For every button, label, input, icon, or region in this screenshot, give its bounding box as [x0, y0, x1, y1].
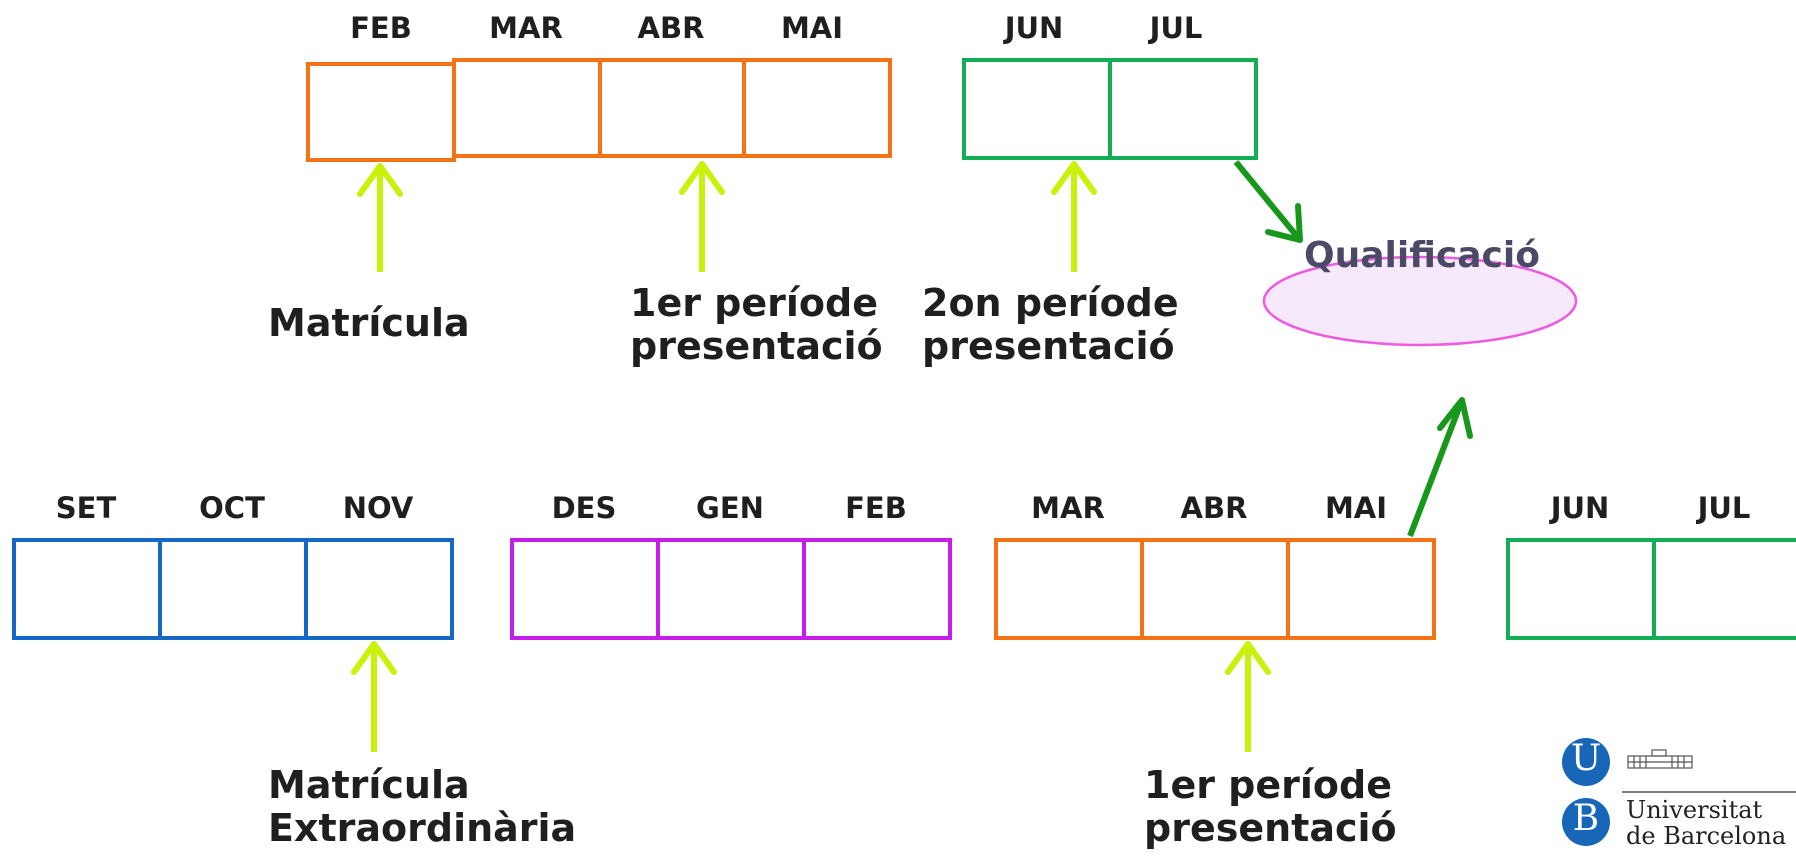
caption-matricula: Matrícula [268, 302, 470, 345]
caption-line: presentació [1144, 805, 1397, 850]
arrow-bottom-first-period [1225, 641, 1271, 752]
logo-emblem [1562, 738, 1796, 846]
logo-circle-top [1562, 738, 1610, 786]
caption-line: Extraordinària [268, 805, 577, 850]
arrow-matricula-extraordinaria [351, 641, 397, 752]
caption-line: 2on període [922, 281, 1179, 325]
arrow-second-period [1051, 161, 1097, 272]
logo-letter-u: U [1570, 738, 1602, 779]
top-green-month-boxes [962, 58, 1258, 160]
caption-bottom-first-period: 1er període presentació [1144, 764, 1397, 850]
bottom-month-label: ABR [1180, 491, 1248, 525]
arrow-bottom-to-qualificacio [1407, 397, 1473, 538]
bottom-box-nov [304, 538, 454, 640]
top-box-abr [598, 58, 746, 158]
caption-line: 1er període [630, 281, 879, 325]
bottom-month-label: GEN [696, 491, 764, 525]
bottom-box-mai [1286, 538, 1436, 640]
bottom-box-abr [1140, 538, 1290, 640]
qualificacio-label: Qualificació [1304, 235, 1540, 276]
bottom-month-label: DES [551, 491, 617, 525]
bottom-box-mar [994, 538, 1144, 640]
top-month-label: JUN [1004, 11, 1064, 45]
bottom-box-oct [158, 538, 308, 640]
top-period-arrows [357, 160, 1303, 272]
logo-text-universitat: Universitat [1626, 796, 1763, 824]
bottom-box-des [510, 538, 660, 640]
caption-line: Matrícula [268, 763, 470, 807]
caption-matricula-extraordinaria: Matrícula Extraordinària [268, 764, 576, 850]
building-icon [1627, 749, 1693, 769]
top-box-feb [306, 62, 456, 162]
qualificacio-ellipse [1262, 255, 1578, 347]
top-month-label: ABR [637, 11, 705, 45]
bottom-month-label: JUN [1550, 491, 1610, 525]
logo-text-de-barcelona: de Barcelona [1626, 822, 1787, 850]
caption-second-period: 2on període presentació [922, 282, 1179, 368]
top-month-label: FEB [350, 11, 412, 45]
top-box-mai [742, 58, 892, 158]
bottom-period-arrows [351, 397, 1473, 752]
bottom-month-label: MAI [1324, 491, 1388, 525]
bottom-month-label: FEB [845, 491, 907, 525]
caption-line: Matrícula [268, 301, 470, 345]
caption-line: presentació [922, 323, 1175, 368]
arrow-matricula [357, 163, 403, 272]
bottom-month-label: NOV [342, 491, 414, 525]
bottom-box-gen [656, 538, 806, 640]
top-box-jul [1108, 58, 1258, 160]
bottom-month-label: MAR [1031, 491, 1105, 525]
top-month-label: JUL [1149, 11, 1203, 45]
caption-first-period: 1er període presentació [630, 282, 883, 368]
bottom-blue-month-boxes [12, 538, 454, 640]
bottom-orange-month-boxes [994, 538, 1436, 640]
caption-line: 1er període [1144, 763, 1393, 807]
caption-line: presentació [630, 323, 883, 368]
bottom-month-label: OCT [199, 491, 265, 525]
logo-letter-b: B [1572, 798, 1600, 839]
bottom-box-set [12, 538, 162, 640]
universitat-de-barcelona-logo: U B [1548, 736, 1796, 856]
bottom-box-jul [1652, 538, 1796, 640]
bottom-purple-month-boxes [510, 538, 952, 640]
top-box-mar [452, 58, 602, 158]
logo-circle-bottom [1562, 798, 1610, 846]
top-box-jun [962, 58, 1112, 160]
bottom-month-label: SET [55, 491, 117, 525]
arrow-top-to-qualificacio [1233, 160, 1303, 243]
top-month-label: MAR [489, 11, 563, 45]
bottom-green-month-boxes [1506, 538, 1796, 640]
bottom-month-label: JUL [1697, 491, 1751, 525]
top-orange-month-boxes [306, 58, 892, 162]
top-month-label: MAI [780, 11, 844, 45]
bottom-box-feb [802, 538, 952, 640]
bottom-box-jun [1506, 538, 1656, 640]
arrow-first-period [679, 161, 725, 272]
